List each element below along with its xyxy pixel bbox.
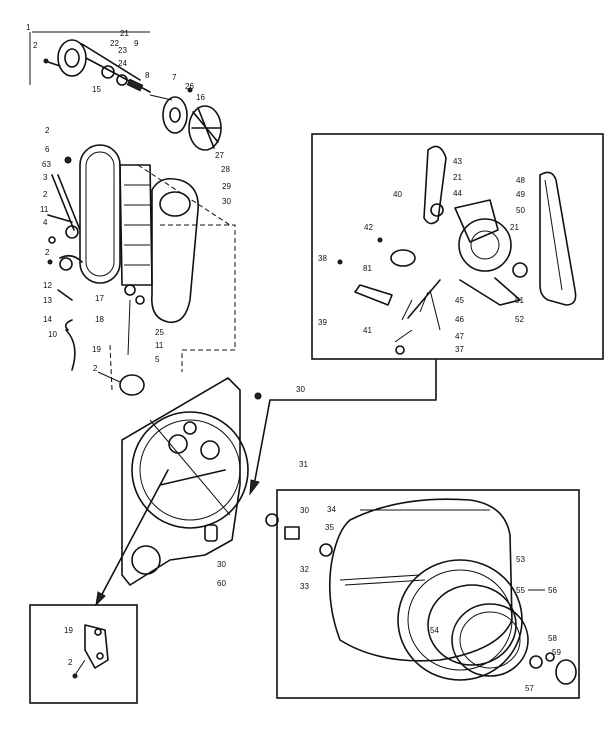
motor-blower-assembly: [29, 31, 222, 151]
drive-inset-box: [311, 133, 604, 360]
callout-43: 43: [453, 157, 462, 166]
callout-17: 17: [95, 294, 104, 303]
callout-26: 26: [185, 82, 194, 91]
callout-51: 51: [515, 296, 524, 305]
callout-11: 11: [40, 205, 49, 214]
callout-56: 56: [548, 586, 557, 595]
callout-19b: 19: [64, 626, 73, 635]
rear-bulkhead-panel: [121, 377, 262, 586]
part-callouts: 1 2 21 22 23 9 24 8 15 7 26 16 27 2 6 63…: [26, 23, 561, 693]
callout-5: 5: [155, 355, 160, 364]
callout-42: 42: [364, 223, 373, 232]
drum-assembly: [265, 498, 577, 685]
callout-50: 50: [516, 206, 525, 215]
bracket-inset-box: [29, 604, 138, 704]
callout-18: 18: [95, 315, 104, 324]
callout-8: 8: [145, 71, 150, 80]
callout-34: 34: [327, 505, 336, 514]
callout-29: 29: [222, 182, 231, 191]
callout-4: 4: [43, 218, 48, 227]
callout-60: 60: [217, 579, 226, 588]
callout-2f: 2: [68, 658, 73, 667]
callout-23: 23: [118, 46, 127, 55]
callout-3: 3: [43, 173, 48, 182]
callout-14: 14: [43, 315, 52, 324]
callout-2e: 2: [93, 364, 98, 373]
callout-19: 19: [92, 345, 101, 354]
callout-7: 7: [172, 73, 177, 82]
callout-49: 49: [516, 190, 525, 199]
drum-inset-box: [276, 489, 580, 699]
callout-11b: 11: [155, 341, 164, 350]
callout-33: 33: [300, 582, 309, 591]
callout-10: 10: [48, 330, 57, 339]
callout-58: 58: [548, 634, 557, 643]
callout-2c: 2: [43, 190, 48, 199]
callout-41: 41: [363, 326, 372, 335]
callout-31: 31: [299, 460, 308, 469]
callout-40: 40: [393, 190, 402, 199]
callout-53: 53: [516, 555, 525, 564]
callout-21c: 21: [510, 223, 519, 232]
callout-45: 45: [455, 296, 464, 305]
callout-32: 32: [300, 565, 309, 574]
callout-15: 15: [92, 85, 101, 94]
callout-2: 2: [33, 41, 38, 50]
callout-24: 24: [118, 59, 127, 68]
drive-motor-assembly: [337, 145, 577, 355]
callout-44: 44: [453, 189, 462, 198]
callout-1: 1: [26, 23, 31, 32]
callout-57: 57: [525, 684, 534, 693]
callout-25: 25: [155, 328, 164, 337]
callout-47: 47: [455, 332, 464, 341]
callout-38: 38: [318, 254, 327, 263]
callout-37: 37: [455, 345, 464, 354]
callout-30b: 30: [296, 385, 305, 394]
callout-81: 81: [363, 264, 372, 273]
callout-52: 52: [515, 315, 524, 324]
callout-6: 6: [45, 145, 50, 154]
callout-59: 59: [552, 648, 561, 657]
callout-55: 55: [516, 586, 525, 595]
callout-2d: 2: [45, 248, 50, 257]
callout-48: 48: [516, 176, 525, 185]
callout-63: 63: [42, 160, 51, 169]
callout-2b: 2: [45, 126, 50, 135]
callout-12: 12: [43, 281, 52, 290]
bracket-detail: [72, 624, 109, 679]
callout-46: 46: [455, 315, 464, 324]
callout-22: 22: [110, 39, 119, 48]
callout-13: 13: [43, 296, 52, 305]
callout-30c: 30: [217, 560, 226, 569]
callout-39: 39: [318, 318, 327, 327]
callout-28: 28: [221, 165, 230, 174]
callout-16: 16: [196, 93, 205, 102]
leader-arrows: [95, 359, 545, 607]
callout-54: 54: [430, 626, 439, 635]
callout-9: 9: [134, 39, 139, 48]
callout-27: 27: [215, 151, 224, 160]
belt-bracket-column: [47, 144, 236, 396]
callout-21b: 21: [453, 173, 462, 182]
callout-30d: 30: [300, 506, 309, 515]
callout-21: 21: [120, 29, 129, 38]
callout-35: 35: [325, 523, 334, 532]
callout-30: 30: [222, 197, 231, 206]
